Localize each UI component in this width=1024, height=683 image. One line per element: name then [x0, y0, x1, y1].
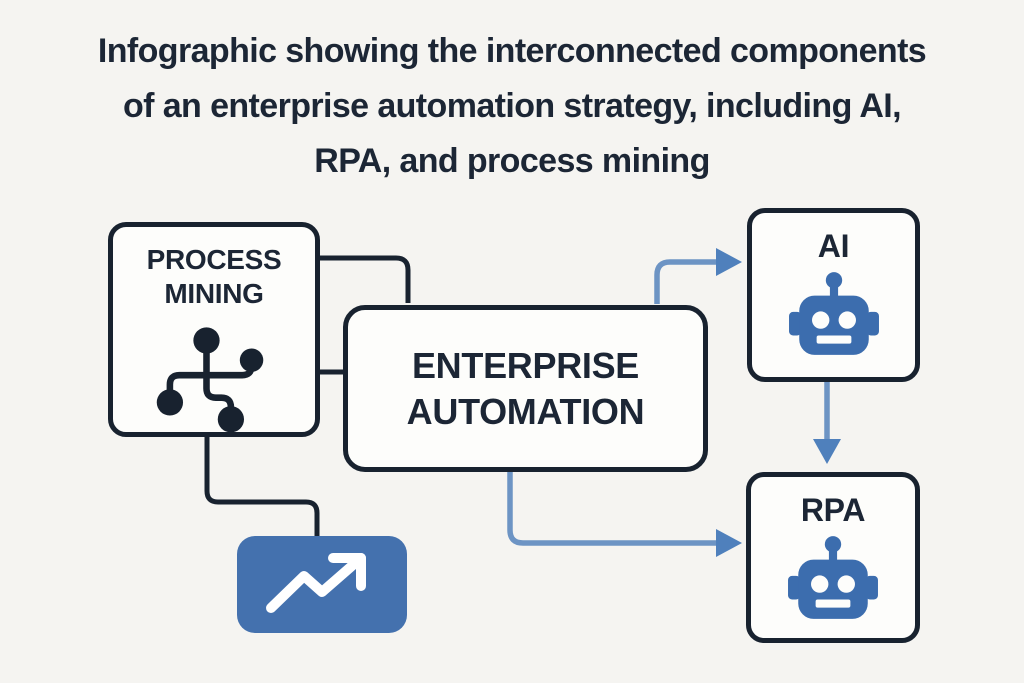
- connector-ea-to-ai: [654, 259, 717, 304]
- node-enterprise-automation: ENTERPRISE AUTOMATION: [343, 305, 708, 472]
- title-line-3: RPA, and process mining: [314, 142, 710, 180]
- arrowhead-ea-to-rpa: [716, 529, 742, 557]
- node-process-mining: PROCESS MINING: [108, 222, 320, 437]
- process-flow-icon: [138, 317, 290, 444]
- node-rpa: RPA: [746, 472, 920, 643]
- infographic-title: Infographic showing the interconnected c…: [0, 24, 1024, 189]
- ai-label: AI: [817, 228, 850, 264]
- connector-ea-to-rpa: [507, 470, 717, 546]
- title-line-1: Infographic showing the interconnected c…: [97, 32, 927, 70]
- process-mining-label: PROCESS MINING: [146, 244, 282, 309]
- robot-icon: [781, 533, 885, 630]
- connector-pm-to-ea-top: [320, 255, 411, 303]
- arrowhead-ea-to-ai: [716, 248, 742, 276]
- trend-chart-tile: [237, 536, 407, 633]
- node-ai: AI: [747, 208, 920, 382]
- title-line-2: of an enterprise automation strategy, in…: [123, 87, 902, 125]
- enterprise-automation-label: ENTERPRISE AUTOMATION: [406, 344, 645, 432]
- trending-up-icon: [257, 546, 387, 623]
- arrowhead-ai-to-rpa: [813, 439, 841, 464]
- rpa-label: RPA: [800, 492, 866, 528]
- robot-icon: [782, 269, 886, 366]
- connector-pm-to-chart: [204, 435, 320, 537]
